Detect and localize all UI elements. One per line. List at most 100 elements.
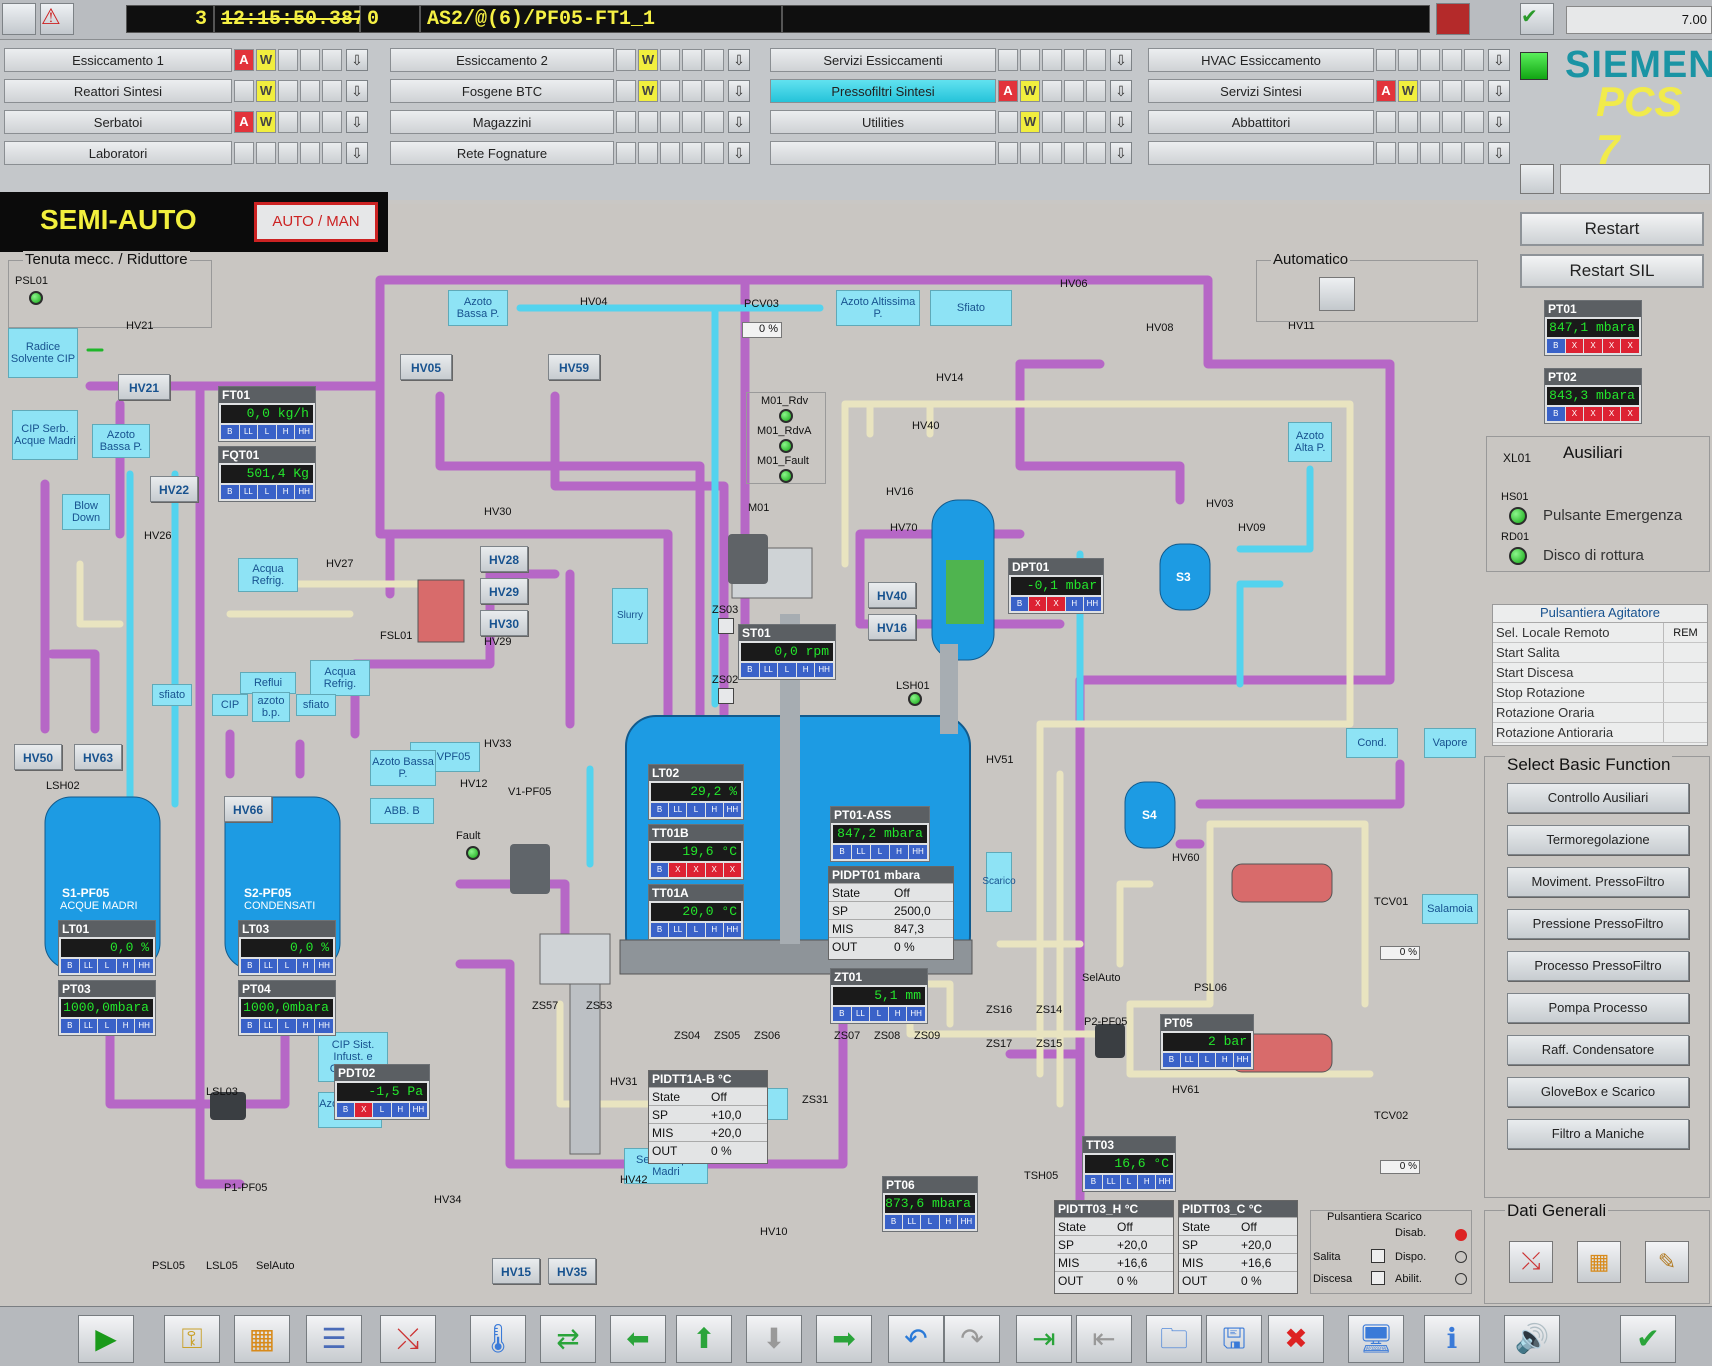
empty-slot[interactable]	[1064, 111, 1084, 133]
redo-icon[interactable]: ↷	[944, 1315, 1000, 1363]
delete-icon[interactable]: ✖	[1268, 1315, 1324, 1363]
empty-slot[interactable]	[704, 49, 724, 71]
area-name[interactable]: Pressofiltri Sintesi	[770, 79, 996, 103]
basic-function-button[interactable]: Filtro a Maniche	[1507, 1119, 1689, 1149]
area-name[interactable]: Laboratori	[4, 141, 232, 165]
area-name[interactable]: Serbatoi	[4, 110, 232, 134]
area-name[interactable]: Utilities	[770, 110, 996, 134]
empty-slot[interactable]	[616, 142, 636, 164]
empty-slot[interactable]	[1442, 49, 1462, 71]
empty-slot[interactable]	[1086, 111, 1106, 133]
empty-slot[interactable]	[256, 142, 276, 164]
screen-icon[interactable]	[1520, 164, 1554, 194]
area-name[interactable]	[770, 141, 996, 165]
empty-slot[interactable]	[1464, 111, 1484, 133]
empty-slot[interactable]	[998, 49, 1018, 71]
empty-slot[interactable]	[660, 111, 680, 133]
area-name[interactable]: Reattori Sintesi	[4, 79, 232, 103]
alarm-indicator-icon[interactable]	[1436, 3, 1470, 35]
warning-slot[interactable]: W	[638, 80, 658, 102]
area-button[interactable]: Magazzini⇩	[390, 108, 754, 136]
display-icon[interactable]: 🖥	[1348, 1315, 1404, 1363]
alarm-warning-icon[interactable]: ⚠	[40, 3, 74, 35]
empty-slot[interactable]	[1442, 111, 1462, 133]
auto-man-button[interactable]: AUTO / MAN	[254, 202, 378, 242]
hv29-button[interactable]: HV29	[480, 578, 528, 604]
area-down-icon[interactable]: ⇩	[728, 49, 750, 71]
arrow-down-icon[interactable]: ⬇	[746, 1315, 802, 1363]
warning-slot[interactable]: W	[638, 49, 658, 71]
basic-function-button[interactable]: Termoregolazione	[1507, 825, 1689, 855]
empty-slot[interactable]	[1020, 49, 1040, 71]
empty-slot[interactable]	[1042, 142, 1062, 164]
alarm-slot[interactable]: A	[998, 80, 1018, 102]
empty-slot[interactable]	[322, 111, 342, 133]
disab-radio[interactable]	[1455, 1229, 1467, 1241]
basic-function-button[interactable]: Pressione PressoFiltro	[1507, 909, 1689, 939]
area-name[interactable]: Fosgene BTC	[390, 79, 614, 103]
empty-slot[interactable]	[1398, 49, 1418, 71]
empty-slot[interactable]	[1064, 49, 1084, 71]
agitatore-row[interactable]: Stop Rotazione	[1493, 683, 1707, 703]
basic-function-button[interactable]: GloveBox e Scarico	[1507, 1077, 1689, 1107]
empty-slot[interactable]	[1086, 80, 1106, 102]
hv21-button[interactable]: HV21	[118, 374, 170, 400]
empty-slot[interactable]	[1064, 142, 1084, 164]
thermometer-icon[interactable]: 🌡	[470, 1315, 526, 1363]
trend-icon[interactable]: ⤯	[1509, 1241, 1553, 1283]
empty-slot[interactable]	[704, 142, 724, 164]
agitatore-row[interactable]: Rotazione Oraria	[1493, 703, 1707, 723]
empty-slot[interactable]	[682, 142, 702, 164]
empty-slot[interactable]	[704, 111, 724, 133]
area-name[interactable]	[1148, 141, 1374, 165]
agitatore-row[interactable]: Rotazione Antioraria	[1493, 723, 1707, 743]
hv63-button[interactable]: HV63	[74, 744, 122, 770]
report-icon[interactable]: ▦	[1577, 1241, 1621, 1283]
empty-slot[interactable]	[1086, 142, 1106, 164]
area-button[interactable]: Rete Fognature ⇩	[390, 139, 754, 167]
empty-slot[interactable]	[300, 111, 320, 133]
empty-slot[interactable]	[682, 111, 702, 133]
play-icon[interactable]: ▶	[78, 1315, 134, 1363]
area-down-icon[interactable]: ⇩	[728, 142, 750, 164]
empty-slot[interactable]	[278, 111, 298, 133]
empty-slot[interactable]	[278, 142, 298, 164]
window-icon[interactable]	[2, 3, 36, 35]
empty-slot[interactable]	[1376, 49, 1396, 71]
empty-slot[interactable]	[1064, 80, 1084, 102]
warning-slot[interactable]: W	[1020, 111, 1040, 133]
empty-slot[interactable]	[1442, 80, 1462, 102]
area-down-icon[interactable]: ⇩	[1488, 49, 1510, 71]
area-name[interactable]: Rete Fognature	[390, 141, 614, 165]
basic-function-button[interactable]: Moviment. PressoFiltro	[1507, 867, 1689, 897]
dispo-radio[interactable]	[1455, 1251, 1467, 1263]
empty-slot[interactable]	[1420, 80, 1440, 102]
basic-function-button[interactable]: Raff. Condensatore	[1507, 1035, 1689, 1065]
swap-icon[interactable]: ⇄	[540, 1315, 596, 1363]
empty-slot[interactable]	[682, 49, 702, 71]
undo-icon[interactable]: ↶	[888, 1315, 944, 1363]
empty-slot[interactable]	[1464, 49, 1484, 71]
list-icon[interactable]: ☰	[306, 1315, 362, 1363]
area-name[interactable]: Servizi Essiccamenti	[770, 48, 996, 72]
edit-icon[interactable]: ✎	[1645, 1241, 1689, 1283]
area-button[interactable]: ⇩	[770, 139, 1136, 167]
empty-slot[interactable]	[1420, 111, 1440, 133]
empty-slot[interactable]	[660, 49, 680, 71]
empty-slot[interactable]	[1086, 49, 1106, 71]
area-button[interactable]: HVAC Essiccamento⇩	[1148, 46, 1514, 74]
empty-slot[interactable]	[638, 142, 658, 164]
empty-slot[interactable]	[1042, 49, 1062, 71]
empty-slot[interactable]	[998, 111, 1018, 133]
